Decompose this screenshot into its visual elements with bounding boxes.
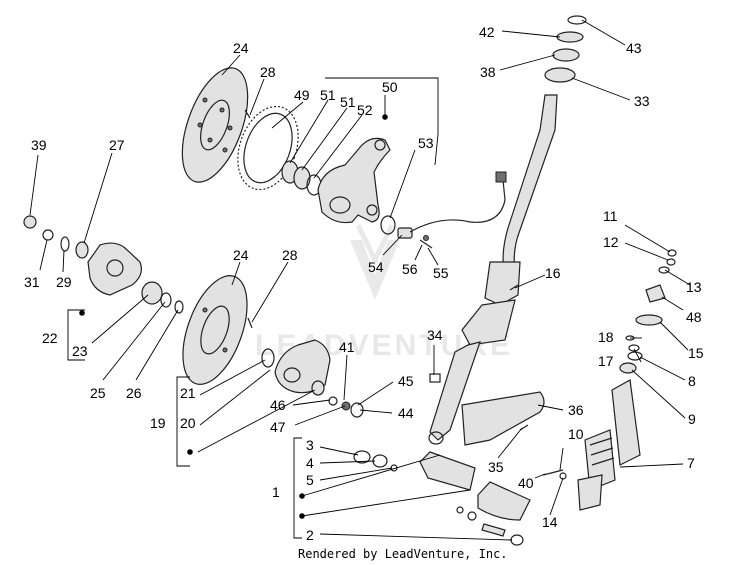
shock-mount-parts (619, 249, 677, 374)
callout-14: 14 (542, 514, 558, 530)
brake-caliper-lower (261, 339, 331, 396)
steering-stem (428, 94, 558, 445)
brake-disc-lower (182, 275, 248, 385)
callout-49: 49 (294, 87, 310, 103)
callout-24-upper: 24 (233, 40, 249, 56)
callout-23: 23 (72, 343, 88, 359)
callout-12: 12 (603, 234, 619, 250)
callout-15: 15 (688, 345, 704, 361)
callout-56: 56 (402, 261, 418, 277)
callout-1: 1 (272, 484, 280, 500)
callout-28-upper: 28 (260, 64, 276, 80)
callout-13: 13 (686, 279, 702, 295)
callout-2: 2 (306, 527, 314, 543)
head-bearings (544, 15, 587, 83)
seal-53 (380, 215, 396, 235)
callout-27: 27 (109, 137, 125, 153)
bullet-dots (79, 114, 388, 519)
brake-caliper-upper (317, 137, 391, 224)
wheel-hub (23, 215, 142, 296)
leader-lines (29, 19, 691, 541)
callout-52: 52 (357, 102, 373, 118)
callout-4: 4 (306, 455, 314, 471)
swing-arm (353, 450, 531, 546)
caliper-seals-upper (281, 160, 322, 196)
hub-bearings (141, 281, 184, 314)
callout-labels: 1 2 3 4 5 7 8 9 10 11 12 13 14 15 16 17 … (24, 24, 704, 543)
shock-bolt (542, 469, 567, 480)
caliper-seals-lower (328, 396, 364, 418)
callout-38: 38 (480, 64, 496, 80)
callout-36: 36 (568, 402, 584, 418)
callout-40: 40 (518, 475, 534, 491)
callout-18: 18 (598, 329, 614, 345)
callout-42: 42 (479, 24, 495, 40)
callout-50: 50 (382, 79, 398, 95)
disc-bolt-lower (247, 317, 253, 329)
callout-8: 8 (688, 373, 696, 389)
callout-21: 21 (180, 385, 196, 401)
clip-34 (429, 373, 441, 383)
callout-16: 16 (545, 265, 561, 281)
callout-47: 47 (270, 419, 286, 435)
callout-24-lower: 24 (233, 247, 249, 263)
callout-28-lower: 28 (282, 247, 298, 263)
callout-51-a: 51 (320, 87, 336, 103)
callout-17: 17 (598, 353, 614, 369)
callout-9: 9 (688, 411, 696, 427)
callout-46: 46 (270, 397, 286, 413)
abs-sensor (397, 171, 507, 239)
callout-53: 53 (418, 135, 434, 151)
callout-3: 3 (306, 437, 314, 453)
bolt-55-56 (419, 235, 433, 249)
callout-48: 48 (686, 309, 702, 325)
tone-ring (237, 105, 299, 191)
callout-55: 55 (433, 265, 449, 281)
callout-29: 29 (56, 274, 72, 290)
fork-cover (461, 391, 545, 446)
callout-5: 5 (306, 472, 314, 488)
callout-22: 22 (42, 330, 58, 346)
callout-7: 7 (687, 455, 695, 471)
callout-43: 43 (626, 40, 642, 56)
callout-44: 44 (398, 405, 414, 421)
callout-26: 26 (126, 385, 142, 401)
callout-31: 31 (24, 274, 40, 290)
callout-41: 41 (339, 339, 355, 355)
callout-33: 33 (634, 93, 650, 109)
callout-20: 20 (180, 415, 196, 431)
disc-bolt-upper (244, 109, 251, 119)
callout-19: 19 (150, 415, 166, 431)
callout-51-b: 51 (340, 94, 356, 110)
brake-disc-upper (181, 67, 249, 183)
footer-credit: Rendered by LeadVenture, Inc. (298, 547, 508, 561)
shock-absorber (577, 379, 641, 511)
callout-54: 54 (368, 259, 384, 275)
callout-39: 39 (31, 137, 47, 153)
callout-25: 25 (90, 385, 106, 401)
callout-11: 11 (603, 208, 618, 224)
callout-10: 10 (568, 426, 584, 442)
callout-34: 34 (427, 327, 443, 343)
callout-45: 45 (398, 373, 414, 389)
callout-35: 35 (488, 459, 504, 475)
